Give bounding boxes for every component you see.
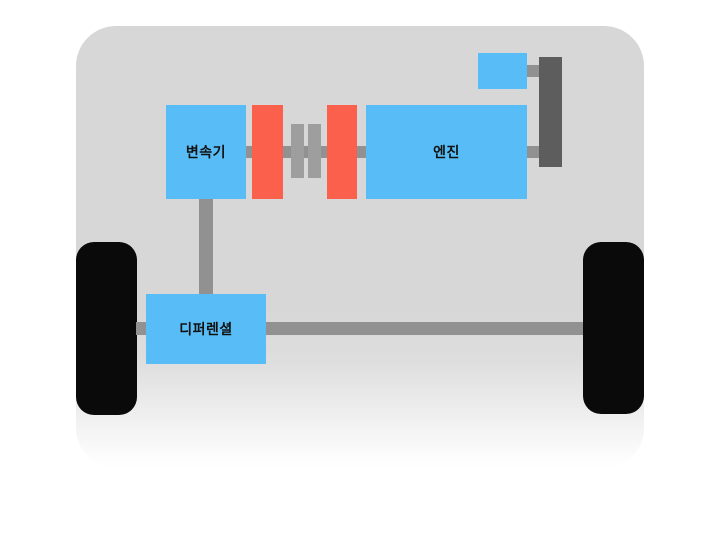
auxiliary-component-box [478, 53, 527, 89]
engine-output-stub [527, 146, 540, 158]
engine-label: 엔진 [433, 144, 460, 160]
differential-label: 디퍼렌셜 [179, 321, 233, 337]
clutch-disc-right [327, 105, 357, 199]
clutch-plate-right [308, 124, 321, 178]
left-wheel [76, 242, 137, 415]
auxiliary-link-stub [527, 65, 540, 77]
engine-box: 엔진 [366, 105, 527, 199]
transmission-label: 변속기 [185, 144, 227, 160]
clutch-disc-left [252, 105, 283, 199]
differential-box: 디퍼렌셜 [146, 294, 266, 364]
left-axle [136, 322, 147, 335]
clutch-plate-left [291, 124, 304, 178]
engine-mount-bar [539, 57, 562, 167]
driveshaft-vertical [199, 192, 213, 296]
right-wheel [583, 242, 644, 414]
transmission-box: 변속기 [166, 105, 246, 199]
right-axle [265, 322, 583, 335]
